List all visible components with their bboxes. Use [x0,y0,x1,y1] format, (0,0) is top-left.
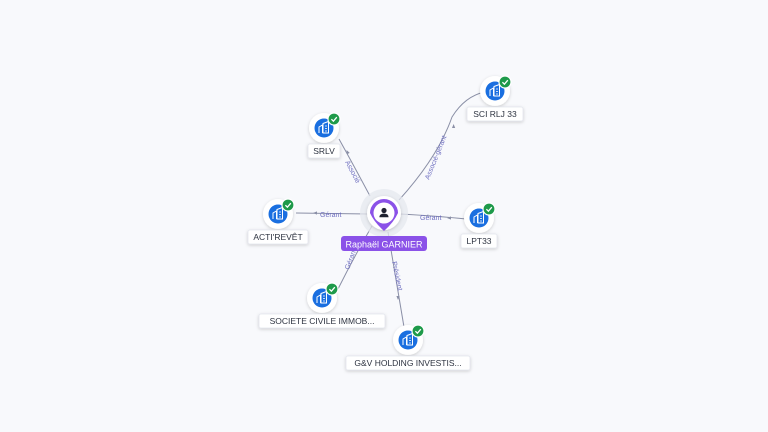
company-node-gv[interactable]: G&V HOLDING INVESTIS... [345,324,471,371]
company-node-sci[interactable]: SOCIETE CIVILE IMMOB... [258,282,386,329]
company-label: SCI RLJ 33 [466,106,524,122]
edge-lpt[interactable]: Gérant [399,213,467,222]
company-label: SOCIETE CIVILE IMMOB... [258,313,386,329]
edge-acti[interactable]: Gérant [295,211,369,219]
check-badge-icon [411,324,425,338]
check-badge-icon [327,112,341,126]
edge-label-gv: Président [390,261,403,291]
company-node-lpt[interactable]: LPT33 [460,202,498,249]
edge-label-acti: Gérant [320,212,341,219]
company-node-srlv[interactable]: SRLV [307,112,341,159]
company-node-rlj[interactable]: SCI RLJ 33 [466,75,524,122]
center-label: Raphaël GARNIER [341,236,427,251]
building-icon [485,81,505,101]
check-badge-icon [482,202,496,216]
company-label: LPT33 [460,233,498,249]
building-icon [268,204,288,224]
company-name-lpt: LPT33 [466,236,491,246]
company-name-sci: SOCIETE CIVILE IMMOB... [270,316,375,326]
edge-label-lpt: Gérant [420,215,441,222]
edge-label-sci: Gérant [344,248,358,271]
company-name-gv: G&V HOLDING INVESTIS... [354,358,461,368]
company-label: ACTI'REVÊT [247,229,309,245]
company-name-srlv: SRLV [313,146,335,156]
center-person-node[interactable]: Raphaël GARNIER [341,189,427,251]
building-icon [398,330,418,350]
edge-label-srlv: Associé [343,160,361,185]
check-badge-icon [281,198,295,212]
person-icon [379,207,389,218]
company-node-acti[interactable]: ACTI'REVÊT [247,198,309,245]
check-badge-icon [498,75,512,89]
check-badge-icon [325,282,339,296]
edge-srlv[interactable]: Associé [338,138,371,197]
company-label: G&V HOLDING INVESTIS... [345,355,471,371]
edge-sci[interactable]: Gérant [337,225,373,290]
center-person-name: Raphaël GARNIER [345,240,423,250]
company-label: SRLV [307,143,341,159]
company-name-rlj: SCI RLJ 33 [473,109,517,119]
company-name-acti: ACTI'REVÊT [253,232,302,242]
edge-label-rlj: Associé-gérant [424,135,448,181]
